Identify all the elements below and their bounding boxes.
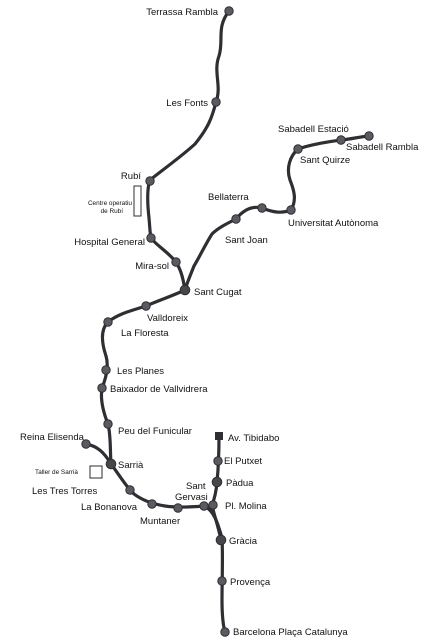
line-terrassa-branch bbox=[146, 9, 231, 292]
stop-la-floresta[interactable] bbox=[103, 317, 113, 327]
stop-rubi[interactable] bbox=[145, 176, 155, 186]
line-sabadell-branch bbox=[183, 134, 371, 292]
stop-pl-molina[interactable] bbox=[208, 500, 218, 510]
label-sabadell-rambla: Sabadell Rambla bbox=[346, 142, 419, 153]
label-les-tres-torres: Les Tres Torres bbox=[32, 486, 98, 497]
label-rubi-depot-line2: de Rubí bbox=[101, 208, 124, 215]
stop-les-planes[interactable] bbox=[101, 365, 111, 375]
label-rubi-depot-line1: Centre operatiu bbox=[88, 200, 132, 207]
label-sant-gervasi-line2: Gervasi bbox=[175, 492, 208, 503]
label-hospital-general: Hospital General bbox=[74, 237, 145, 248]
label-padua: Pàdua bbox=[226, 478, 254, 489]
stop-av-tibidabo[interactable] bbox=[215, 432, 223, 440]
label-sant-cugat: Sant Cugat bbox=[194, 287, 242, 298]
label-provenca: Provença bbox=[230, 577, 271, 588]
stop-sabadell-rambla[interactable] bbox=[364, 131, 374, 141]
stop-hospital-general[interactable] bbox=[146, 233, 156, 243]
label-valldoreix: Valldoreix bbox=[147, 313, 188, 324]
label-mira-sol: Mira-sol bbox=[135, 261, 169, 272]
label-sarria: Sarrià bbox=[118, 460, 144, 471]
label-muntaner: Muntaner bbox=[140, 516, 180, 527]
stop-les-fonts[interactable] bbox=[211, 97, 221, 107]
label-sarria-depot: Taller de Sarrià bbox=[35, 469, 78, 476]
label-terrassa-rambla: Terrassa Rambla bbox=[146, 7, 219, 18]
label-universitat-autonoma: Universitat Autònoma bbox=[288, 218, 379, 229]
label-peu-funicular: Peu del Funicular bbox=[118, 426, 192, 437]
stop-sabadell-estacio[interactable] bbox=[336, 135, 346, 145]
label-sant-joan: Sant Joan bbox=[225, 235, 268, 246]
stop-mira-sol[interactable] bbox=[171, 257, 181, 267]
label-bellaterra: Bellaterra bbox=[208, 192, 249, 203]
label-rubi: Rubí bbox=[121, 171, 141, 182]
stop-gracia[interactable] bbox=[215, 534, 227, 546]
stop-baixador-vallvidrera[interactable] bbox=[97, 383, 107, 393]
label-la-bonanova: La Bonanova bbox=[81, 502, 138, 513]
label-gracia: Gràcia bbox=[229, 536, 258, 547]
stop-sant-quirze[interactable] bbox=[293, 144, 303, 154]
stop-sant-gervasi[interactable] bbox=[199, 501, 209, 511]
label-les-planes: Les Planes bbox=[117, 366, 164, 377]
label-reina-elisenda: Reina Elisenda bbox=[20, 432, 85, 443]
label-la-floresta: La Floresta bbox=[121, 328, 169, 339]
stop-bellaterra[interactable] bbox=[257, 203, 267, 213]
label-sant-gervasi-line1: Sant bbox=[186, 481, 206, 492]
stop-provenca[interactable] bbox=[217, 576, 227, 586]
stop-valldoreix[interactable] bbox=[141, 301, 151, 311]
stop-peu-funicular[interactable] bbox=[103, 419, 113, 429]
rubi-depot-building bbox=[133, 185, 142, 217]
stop-sarria[interactable] bbox=[105, 458, 117, 470]
stop-terrassa-rambla[interactable] bbox=[224, 6, 234, 16]
label-barcelona-pl-catalunya: Barcelona Plaça Catalunya bbox=[233, 627, 348, 638]
stop-les-tres-torres[interactable] bbox=[125, 485, 135, 495]
label-baixador-vallvidrera: Baixador de Vallvidrera bbox=[110, 384, 208, 395]
label-sabadell-estacio: Sabadell Estació bbox=[278, 124, 349, 135]
stop-muntaner[interactable] bbox=[173, 503, 183, 513]
stop-el-putxet[interactable] bbox=[213, 456, 223, 466]
stop-la-bonanova[interactable] bbox=[147, 499, 157, 509]
stop-reina-elisenda[interactable] bbox=[81, 439, 91, 449]
label-av-tibidabo: Av. Tibidabo bbox=[228, 433, 279, 444]
sarria-depot-building bbox=[89, 465, 103, 479]
label-sant-quirze: Sant Quirze bbox=[300, 155, 350, 166]
line-tibidabo-branch bbox=[210, 434, 223, 542]
stop-universitat-autonoma[interactable] bbox=[286, 205, 296, 215]
stop-padua[interactable] bbox=[211, 476, 223, 488]
label-les-fonts: Les Fonts bbox=[166, 98, 208, 109]
stop-barcelona-pl-catalunya[interactable] bbox=[220, 627, 230, 637]
stop-sant-cugat[interactable] bbox=[179, 284, 191, 296]
stop-sant-joan[interactable] bbox=[231, 214, 241, 224]
label-el-putxet: El Putxet bbox=[224, 456, 262, 467]
label-pl-molina: Pl. Molina bbox=[225, 501, 267, 512]
